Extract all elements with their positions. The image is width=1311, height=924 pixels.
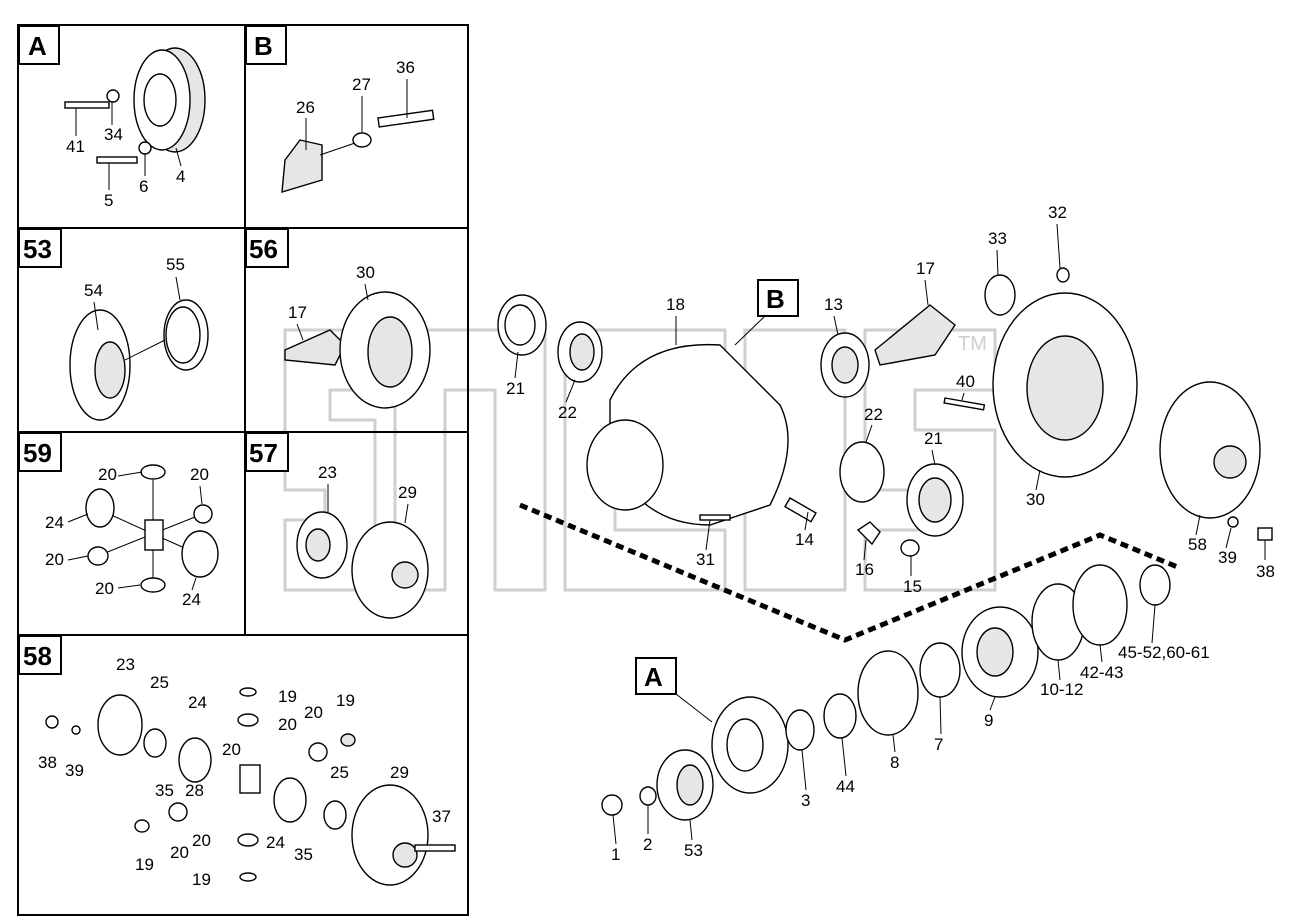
- label-20-a: 20: [278, 715, 297, 734]
- panel-a: A 41 34 5 6 4: [18, 25, 206, 210]
- label-18: 18: [666, 295, 685, 314]
- label-37: 37: [432, 807, 451, 826]
- label-20-c: 20: [222, 740, 241, 759]
- label-5: 5: [104, 191, 113, 210]
- label-20-e: 20: [192, 831, 211, 850]
- label-45-52-60-61: 45-52,60-61: [1118, 643, 1210, 662]
- label-17: 17: [916, 259, 935, 278]
- panel-53-tag: 53: [23, 234, 52, 264]
- label-20-d: 20: [95, 579, 114, 598]
- label-53: 53: [684, 841, 703, 860]
- panel-58-tag: 58: [23, 641, 52, 671]
- label-14: 14: [795, 530, 814, 549]
- label-22-b: 22: [864, 405, 883, 424]
- label-32: 32: [1048, 203, 1067, 222]
- label-44: 44: [836, 777, 855, 796]
- label-29: 29: [390, 763, 409, 782]
- label-16: 16: [855, 560, 874, 579]
- label-54: 54: [84, 281, 103, 300]
- label-19-c: 19: [135, 855, 154, 874]
- main-assembly: B A 18 21 22 13 17 33 32 40 22 21 30 31 …: [497, 203, 1275, 864]
- callout-a: A: [644, 662, 663, 692]
- label-31: 31: [696, 550, 715, 569]
- label-19-b: 19: [336, 691, 355, 710]
- label-30: 30: [356, 263, 375, 282]
- label-26: 26: [296, 98, 315, 117]
- label-3: 3: [801, 791, 810, 810]
- panel-53: 53 54 55: [18, 228, 209, 421]
- panel-58: 58 23 25 24 19 20 20 19 38 39 35 28 20 2…: [18, 635, 456, 889]
- panel-b-tag: B: [254, 31, 273, 61]
- label-24-a: 24: [45, 513, 64, 532]
- label-34: 34: [104, 125, 123, 144]
- callout-b: B: [766, 284, 785, 314]
- label-15: 15: [903, 577, 922, 596]
- flange-part: [133, 47, 206, 153]
- panel-57-tag: 57: [249, 438, 278, 468]
- label-25-b: 25: [330, 763, 349, 782]
- label-35-b: 35: [294, 845, 313, 864]
- panel-a-tag: A: [28, 31, 47, 61]
- label-20-d: 20: [170, 843, 189, 862]
- panel-59-tag: 59: [23, 438, 52, 468]
- label-20-c: 20: [45, 550, 64, 569]
- label-13: 13: [824, 295, 843, 314]
- label-1: 1: [611, 845, 620, 864]
- label-8: 8: [890, 753, 899, 772]
- label-6: 6: [139, 177, 148, 196]
- label-19-d: 19: [192, 870, 211, 889]
- label-58: 58: [1188, 535, 1207, 554]
- label-20-a: 20: [98, 465, 117, 484]
- label-27: 27: [352, 75, 371, 94]
- label-42-43: 42-43: [1080, 663, 1123, 682]
- label-2: 2: [643, 835, 652, 854]
- label-19-a: 19: [278, 687, 297, 706]
- panel-59: 59 20 20 24 20 20 24: [18, 432, 219, 609]
- label-41: 41: [66, 137, 85, 156]
- label-38: 38: [1256, 562, 1275, 581]
- label-4: 4: [176, 167, 185, 186]
- label-9: 9: [984, 711, 993, 730]
- label-35-a: 35: [155, 781, 174, 800]
- label-55: 55: [166, 255, 185, 274]
- label-21-b: 21: [924, 429, 943, 448]
- label-40: 40: [956, 372, 975, 391]
- panel-b: B 26 27 36: [245, 25, 435, 193]
- watermark-tm: TM: [958, 333, 987, 355]
- panel-57: 57 23 29: [245, 432, 429, 619]
- label-20-b: 20: [190, 465, 209, 484]
- label-25: 25: [150, 673, 169, 692]
- label-24-b: 24: [266, 833, 285, 852]
- label-24-b: 24: [182, 590, 201, 609]
- label-29: 29: [398, 483, 417, 502]
- label-28: 28: [185, 781, 204, 800]
- label-21-a: 21: [506, 379, 525, 398]
- label-23: 23: [116, 655, 135, 674]
- label-39: 39: [65, 761, 84, 780]
- label-30: 30: [1026, 490, 1045, 509]
- label-20-b: 20: [304, 703, 323, 722]
- label-38: 38: [38, 753, 57, 772]
- label-36: 36: [396, 58, 415, 77]
- pinion-gear: [874, 304, 956, 366]
- panel-56-tag: 56: [249, 234, 278, 264]
- label-24: 24: [188, 693, 207, 712]
- label-22-a: 22: [558, 403, 577, 422]
- label-39: 39: [1218, 548, 1237, 567]
- label-17: 17: [288, 303, 307, 322]
- label-23: 23: [318, 463, 337, 482]
- label-7: 7: [934, 735, 943, 754]
- label-33: 33: [988, 229, 1007, 248]
- label-10-12: 10-12: [1040, 680, 1083, 699]
- panel-56: 56 17 30: [245, 228, 431, 409]
